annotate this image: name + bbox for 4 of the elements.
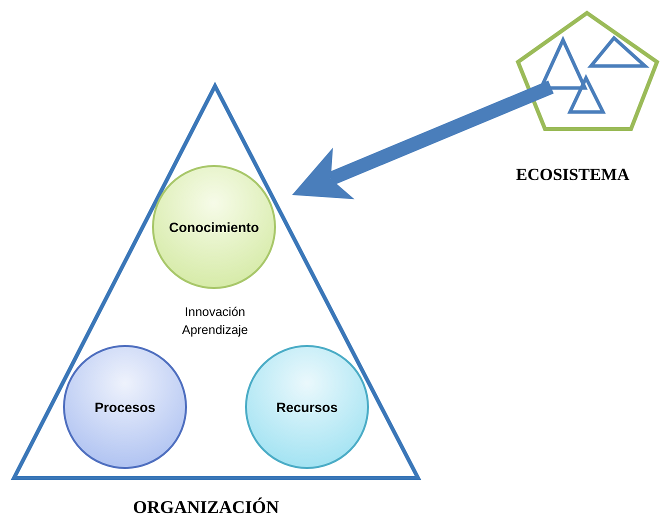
heading: ECOSISTEMA [516,165,630,185]
heading: ORGANIZACIÓN [133,497,280,518]
arrow [292,80,554,200]
text-label: Innovación Aprendizaje [180,304,249,339]
